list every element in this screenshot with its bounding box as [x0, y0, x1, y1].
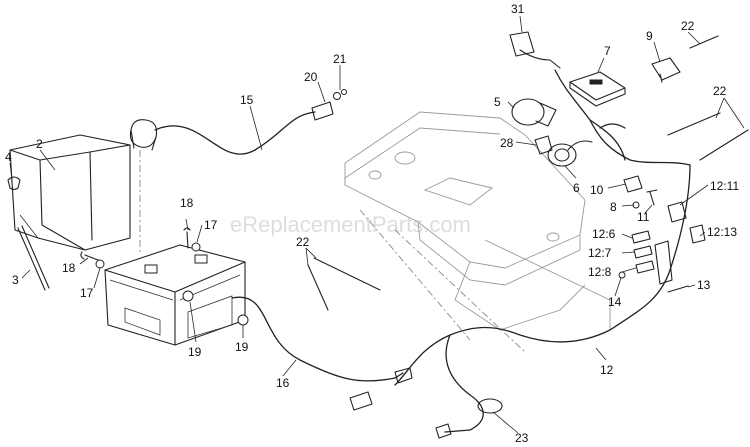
wire-harness-part-12 — [394, 164, 691, 386]
grommet-part-23 — [477, 398, 503, 414]
battery-cable-part-15 — [129, 101, 334, 255]
callout-19-right: 19 — [235, 340, 249, 354]
battery — [104, 244, 246, 346]
callout-18-left: 18 — [62, 261, 76, 275]
alarm-part-5 — [511, 98, 557, 127]
leader-lines — [9, 15, 745, 434]
callout-28: 28 — [500, 136, 514, 150]
callout-4: 4 — [5, 150, 12, 164]
callout-15: 15 — [240, 93, 254, 107]
bolt-part-18-right — [183, 227, 191, 249]
relay-part-11 — [646, 189, 658, 206]
hold-down-rod-part-3 — [17, 225, 50, 291]
connector-12-11 — [667, 201, 687, 223]
callout-5: 5 — [494, 95, 501, 109]
fuse-holders — [631, 230, 673, 285]
connector-part-31 — [509, 31, 561, 69]
ignition-switch-part-6 — [547, 140, 593, 167]
callout-6: 6 — [573, 181, 580, 195]
callout-16: 16 — [276, 376, 290, 390]
callout-10: 10 — [590, 183, 604, 197]
callout-18-right: 18 — [180, 196, 194, 210]
plug-connector-lower-left — [349, 391, 373, 411]
wire-part-22-center — [307, 257, 381, 311]
wire-part-22-right — [667, 112, 749, 161]
switch-part-9 — [651, 57, 681, 83]
clip-part-4 — [7, 176, 21, 191]
screw-part-14 — [618, 271, 626, 279]
callout-17-left: 17 — [80, 286, 94, 300]
nut-part-19-lower — [237, 314, 249, 326]
wire-harness-upper — [554, 69, 691, 166]
callout-12-6: 12:6 — [592, 227, 616, 241]
switch-part-28 — [534, 135, 553, 155]
callout-12-13: 12:13 — [707, 225, 737, 239]
chassis-frame — [344, 111, 611, 353]
callout-2: 2 — [36, 137, 43, 151]
callout-14: 14 — [608, 295, 622, 309]
cable-end-16 — [394, 367, 413, 384]
callout-17-right: 17 — [204, 218, 218, 232]
wire-part-22-upper-right — [689, 35, 719, 49]
callout-22-center: 22 — [296, 235, 310, 249]
battery-cable-part-16 — [231, 296, 404, 382]
nut-part-17-left — [95, 259, 105, 269]
callout-22-right: 22 — [713, 84, 727, 98]
watermark: eReplacementParts.com — [230, 212, 471, 237]
callout-19-left: 19 — [188, 345, 202, 359]
connector-part-10 — [623, 175, 643, 193]
washer-part-21 — [341, 89, 347, 95]
callout-23: 23 — [515, 431, 529, 445]
callout-12-7: 12:7 — [588, 246, 612, 260]
callout-21: 21 — [333, 52, 347, 66]
callout-3: 3 — [12, 273, 19, 287]
callout-12: 12 — [600, 363, 614, 377]
screw-part-13 — [667, 285, 689, 293]
nut-part-20 — [333, 92, 341, 100]
callout-7: 7 — [604, 44, 611, 58]
callout-9: 9 — [646, 29, 653, 43]
callout-20: 20 — [304, 70, 318, 84]
plug-connector-bottom — [435, 423, 452, 439]
callout-8: 8 — [610, 200, 617, 214]
callout-22-top: 22 — [681, 19, 695, 33]
callout-12-11: 12:11 — [710, 179, 739, 193]
callout-31: 31 — [511, 2, 525, 16]
connector-12-13 — [689, 224, 706, 244]
callout-13: 13 — [697, 278, 711, 292]
callout-labels: 31 7 9 22 22 21 20 15 5 28 6 10 12:11 8 … — [5, 2, 739, 445]
callout-11: 11 — [637, 210, 650, 224]
wire-harness-lower-branch — [444, 334, 484, 433]
battery-box-part-2 — [9, 134, 131, 251]
wire-harness-upper-branch — [589, 119, 626, 161]
callout-12-8: 12:8 — [588, 265, 612, 279]
nut-part-17-right — [191, 242, 201, 252]
hour-meter-part-7 — [569, 71, 626, 107]
